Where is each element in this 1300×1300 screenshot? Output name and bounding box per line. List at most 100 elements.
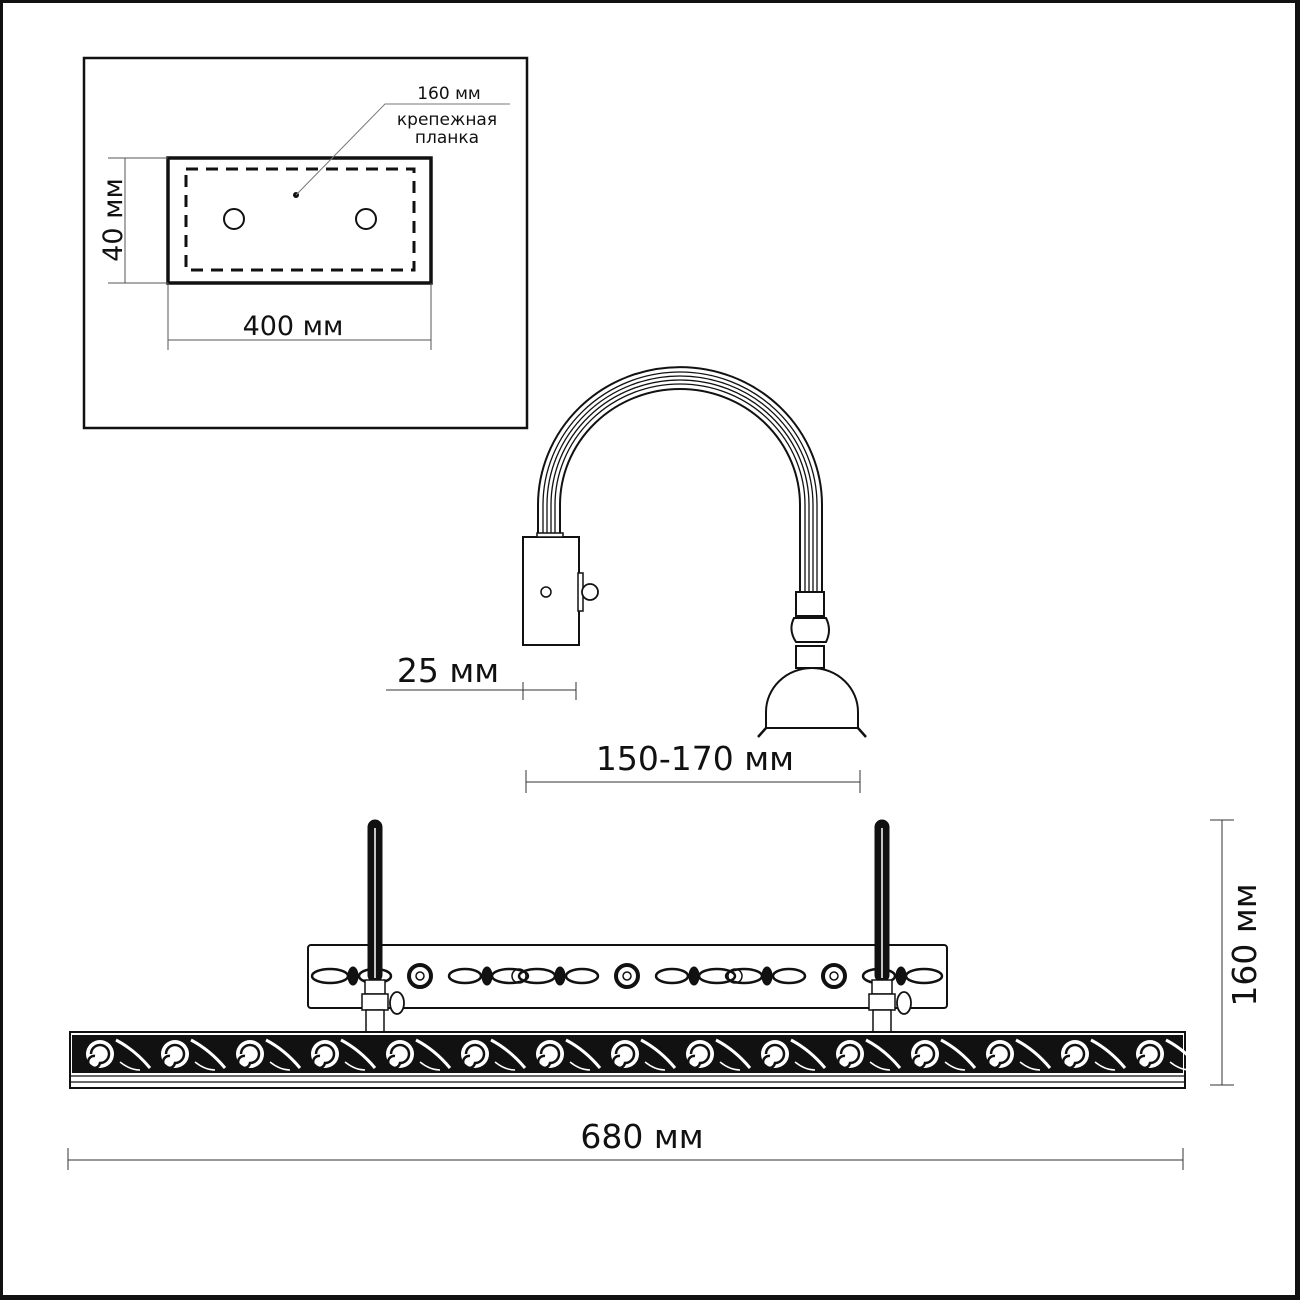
leader-line	[295, 103, 510, 196]
scroll-leaf	[1169, 1061, 1191, 1071]
switch-knob	[581, 583, 599, 601]
arm-strand	[537, 366, 823, 592]
bracket-label-line2: планка	[415, 128, 479, 148]
ornament-rosette	[821, 963, 847, 989]
scroll-leaf	[115, 1038, 152, 1069]
base-depth-label: 25 мм	[397, 651, 499, 690]
scroll-spiral	[836, 1043, 861, 1070]
molding-ornament	[72, 1035, 1202, 1073]
scroll-leaf	[865, 1038, 902, 1069]
scroll-spiral	[911, 1043, 936, 1070]
plate-ornaments	[310, 963, 944, 989]
scroll-spiral	[386, 1043, 411, 1070]
mounting-plate	[166, 156, 433, 285]
scroll-leaf	[265, 1038, 302, 1069]
scroll-leaf	[719, 1061, 741, 1071]
arm-strand	[554, 383, 806, 592]
ornament-link	[654, 967, 690, 985]
ornament-link	[771, 967, 807, 985]
arm-strand	[550, 379, 810, 592]
scroll-leaf	[269, 1061, 291, 1071]
screw-hole	[727, 968, 743, 984]
bracket-length-label: 160 мм	[417, 84, 481, 104]
arm-coupling	[795, 591, 825, 617]
scroll-leaf	[565, 1038, 602, 1069]
scroll-spiral	[311, 1043, 336, 1070]
rod-clamp	[868, 993, 896, 1011]
ornament-bud	[554, 966, 566, 986]
scroll-leaf	[1094, 1061, 1116, 1071]
scroll-spiral	[1061, 1043, 1086, 1070]
inset-frame	[82, 56, 529, 430]
ornament-rosette	[407, 963, 433, 989]
scroll-leaf	[490, 1038, 527, 1069]
lamp-shade	[765, 667, 859, 729]
clamp-knob	[389, 991, 405, 1015]
height-dimension	[108, 157, 168, 284]
scroll-leaf	[869, 1061, 891, 1071]
scroll-spiral	[686, 1043, 711, 1070]
scroll-spiral	[161, 1043, 186, 1070]
scroll-leaf	[1019, 1061, 1041, 1071]
rod-fitting	[364, 979, 386, 995]
scroll-leaf	[794, 1061, 816, 1071]
ornament-bud	[347, 966, 359, 986]
plate-width-label: 400 мм	[243, 311, 344, 342]
scroll-leaf	[119, 1061, 141, 1071]
scroll-leaf	[415, 1038, 452, 1069]
scroll-leaf	[569, 1061, 591, 1071]
lamp-side-view: 25 мм 150-170 мм	[386, 366, 867, 793]
total-width-label: 680 мм	[580, 1117, 703, 1156]
screw-hole	[511, 968, 527, 984]
ornament-link	[564, 967, 600, 985]
scroll-leaf	[494, 1061, 516, 1071]
scroll-leaf	[1165, 1038, 1202, 1069]
scroll-leaf	[1090, 1038, 1127, 1069]
base-depth-dimension	[386, 682, 577, 700]
rod-stem	[872, 1009, 892, 1033]
ornament-bud	[481, 966, 493, 986]
molding-bead-lines	[70, 1075, 1185, 1083]
rod-fitting	[871, 979, 893, 995]
scroll-leaf	[344, 1061, 366, 1071]
clamp-knob	[896, 991, 912, 1015]
arm-strand	[559, 388, 801, 592]
scroll-spiral	[1136, 1043, 1161, 1070]
arm-collar	[536, 532, 564, 538]
width-dimension	[167, 283, 432, 350]
mounting-bracket-outline	[184, 167, 416, 272]
screw-icon	[540, 586, 552, 598]
ornament-bud	[761, 966, 773, 986]
bracket-label-line1: крепежная	[397, 110, 497, 130]
scroll-spiral	[536, 1043, 561, 1070]
rod-clamp	[361, 993, 389, 1011]
scroll-spiral	[236, 1043, 261, 1070]
scroll-leaf	[944, 1061, 966, 1071]
arm-strand	[542, 371, 818, 592]
plate-height-label: 40 мм	[98, 178, 129, 262]
ornament-rosette-center	[829, 971, 839, 981]
flexible-arm	[537, 366, 823, 592]
ornament-bud	[895, 966, 907, 986]
width-dimension	[67, 1148, 1184, 1170]
rod-stem	[365, 1009, 385, 1033]
scroll-leaf	[715, 1038, 752, 1069]
scroll-leaf	[640, 1038, 677, 1069]
scroll-spiral	[461, 1043, 486, 1070]
reach-dimension	[525, 770, 861, 793]
scroll-leaf	[644, 1061, 666, 1071]
lamp-front-view: 160 мм 680 мм	[67, 819, 1264, 1170]
ornament-bud	[688, 966, 700, 986]
scroll-leaf	[790, 1038, 827, 1069]
scroll-leaf	[940, 1038, 977, 1069]
reach-label: 150-170 мм	[596, 739, 794, 778]
total-height-label: 160 мм	[1225, 883, 1264, 1006]
scroll-leaf	[419, 1061, 441, 1071]
scroll-spiral	[611, 1043, 636, 1070]
scroll-leaf	[340, 1038, 377, 1069]
back-plate	[307, 944, 948, 1009]
swivel-joint	[790, 617, 830, 643]
mounting-inset: 160 мм крепежная планка 40 мм 400 мм	[82, 56, 529, 430]
screw-hole	[223, 208, 245, 230]
